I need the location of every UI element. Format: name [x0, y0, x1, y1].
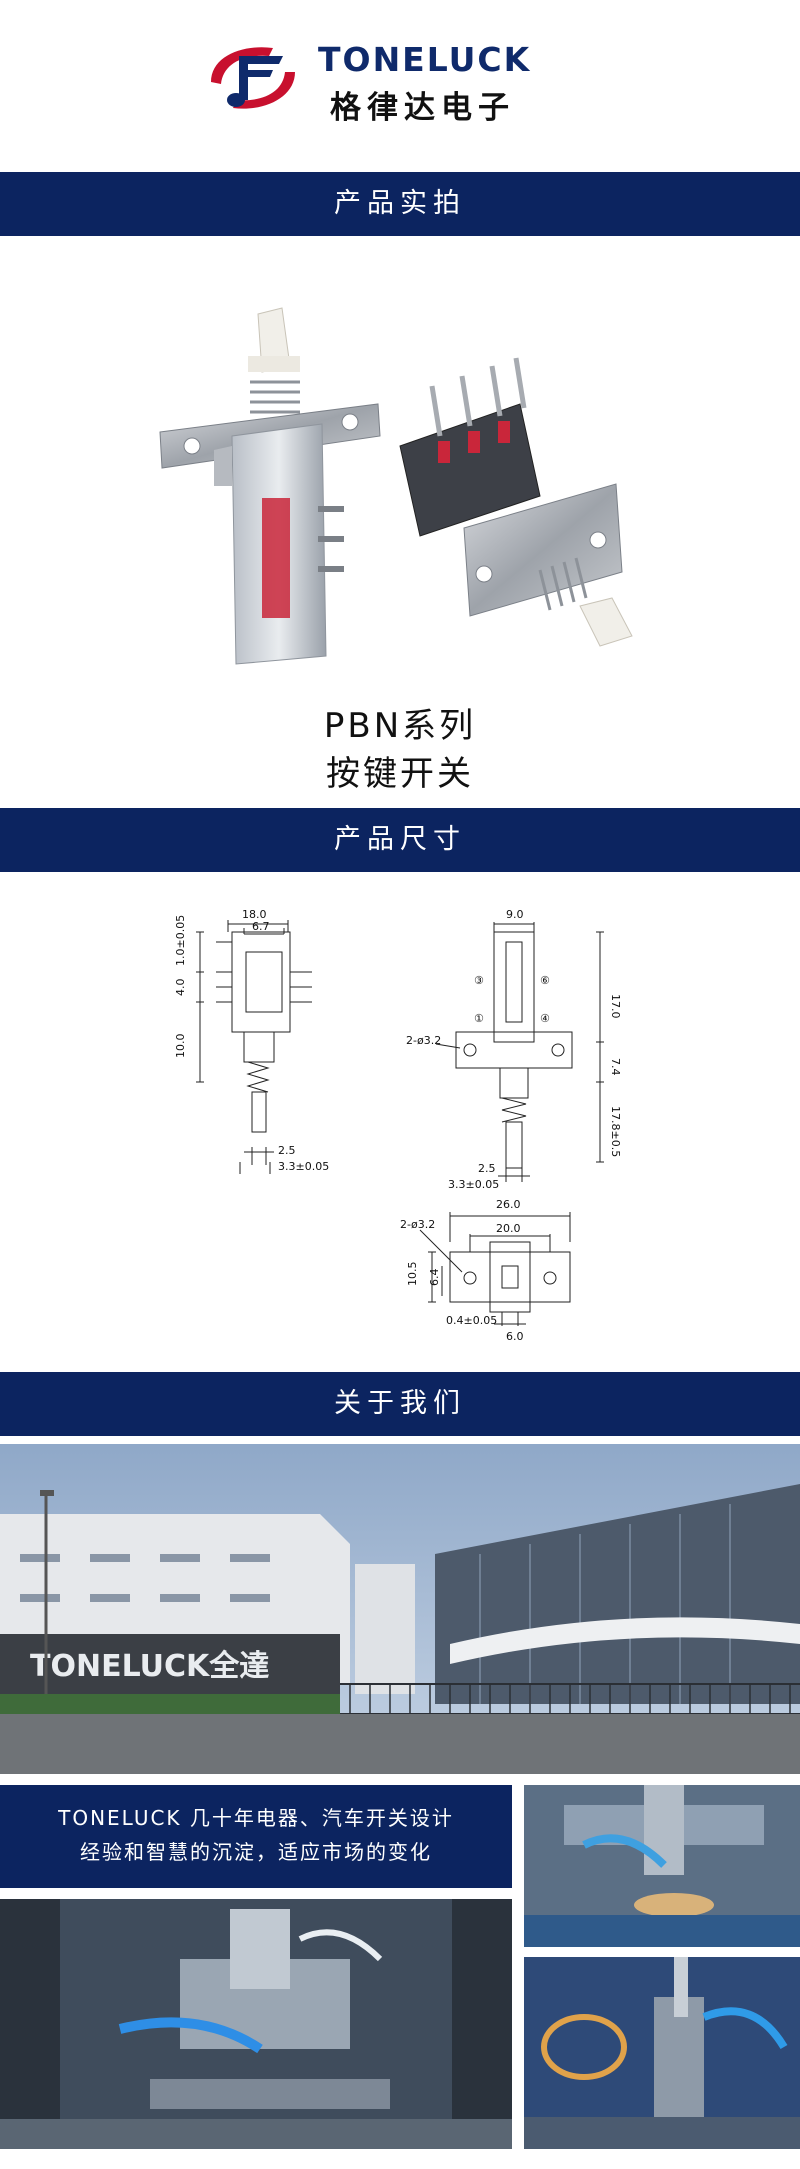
- dim-bottom-hole: 2-ø3.2: [400, 1218, 435, 1231]
- dim-side-w2: 6.7: [252, 920, 270, 933]
- pin-label-1: ①: [474, 1012, 484, 1025]
- brand-name-en: TONELUCK: [318, 40, 532, 79]
- dim-side-h3: 10.0: [174, 1034, 187, 1059]
- dim-bottom-b1: 0.4±0.05: [446, 1314, 497, 1327]
- machine-photo-3: [524, 1957, 800, 2149]
- factory-illustration: TONELUCK全達: [0, 1444, 800, 1774]
- dim-bottom-w2: 20.0: [496, 1222, 521, 1235]
- header: TONELUCK 格律达电子: [0, 0, 800, 172]
- pin-label-4: ④: [540, 1012, 550, 1025]
- dim-side-h2: 4.0: [174, 979, 187, 997]
- dim-side-b2: 3.3±0.05: [278, 1160, 329, 1173]
- product-photo: PBN系列 按键开关: [0, 236, 800, 808]
- product-series: PBN系列: [323, 706, 477, 746]
- machine-photo-2: [0, 1899, 512, 2149]
- dim-bottom-h1: 10.5: [406, 1262, 419, 1287]
- dim-front-w1: 9.0: [506, 908, 524, 921]
- dim-bottom-b2: 6.0: [506, 1330, 524, 1343]
- dim-front-h1: 17.0: [609, 994, 622, 1019]
- dim-front-h2: 7.4: [609, 1058, 622, 1076]
- section-title-size: 产品尺寸: [0, 808, 800, 872]
- product-type: 按键开关: [326, 754, 474, 794]
- pin-label-3: ③: [474, 974, 484, 987]
- switch-illustration: [159, 307, 633, 665]
- dim-bottom-h2: 6.4: [428, 1269, 441, 1287]
- pin-label-6: ⑥: [540, 974, 550, 987]
- toneluck-logo-icon: [211, 47, 295, 109]
- about-line-1: TONELUCK 几十年电器、汽车开关设计: [58, 1806, 454, 1830]
- factory-photo: TONELUCK全達: [0, 1444, 800, 1774]
- dim-front-h3: 17.8±0.5: [609, 1106, 622, 1157]
- about-text-box: TONELUCK 几十年电器、汽车开关设计 经验和智慧的沉淀，适应市场的变化: [0, 1785, 512, 1888]
- dimension-drawings: 18.0 6.7 1.0±0.05 4.0 10.0 2.5 3.3±0.05 …: [0, 872, 800, 1372]
- dim-bottom-w1: 26.0: [496, 1198, 521, 1211]
- dim-side-b1: 2.5: [278, 1144, 296, 1157]
- machine-photo-1: [524, 1785, 800, 1947]
- technical-drawing: 18.0 6.7 1.0±0.05 4.0 10.0 2.5 3.3±0.05 …: [174, 908, 622, 1343]
- dim-front-hole: 2-ø3.2: [406, 1034, 441, 1047]
- about-line-2: 经验和智慧的沉淀，适应市场的变化: [80, 1840, 432, 1864]
- dim-side-w1: 18.0: [242, 908, 267, 921]
- dim-front-b2: 3.3±0.05: [448, 1178, 499, 1191]
- dim-side-h1: 1.0±0.05: [174, 915, 187, 966]
- factory-sign: TONELUCK全達: [30, 1649, 269, 1684]
- section-title-photo: 产品实拍: [0, 172, 800, 236]
- dim-front-b1: 2.5: [478, 1162, 496, 1175]
- section-title-about: 关于我们: [0, 1372, 800, 1436]
- brand-name-cn: 格律达电子: [330, 90, 515, 126]
